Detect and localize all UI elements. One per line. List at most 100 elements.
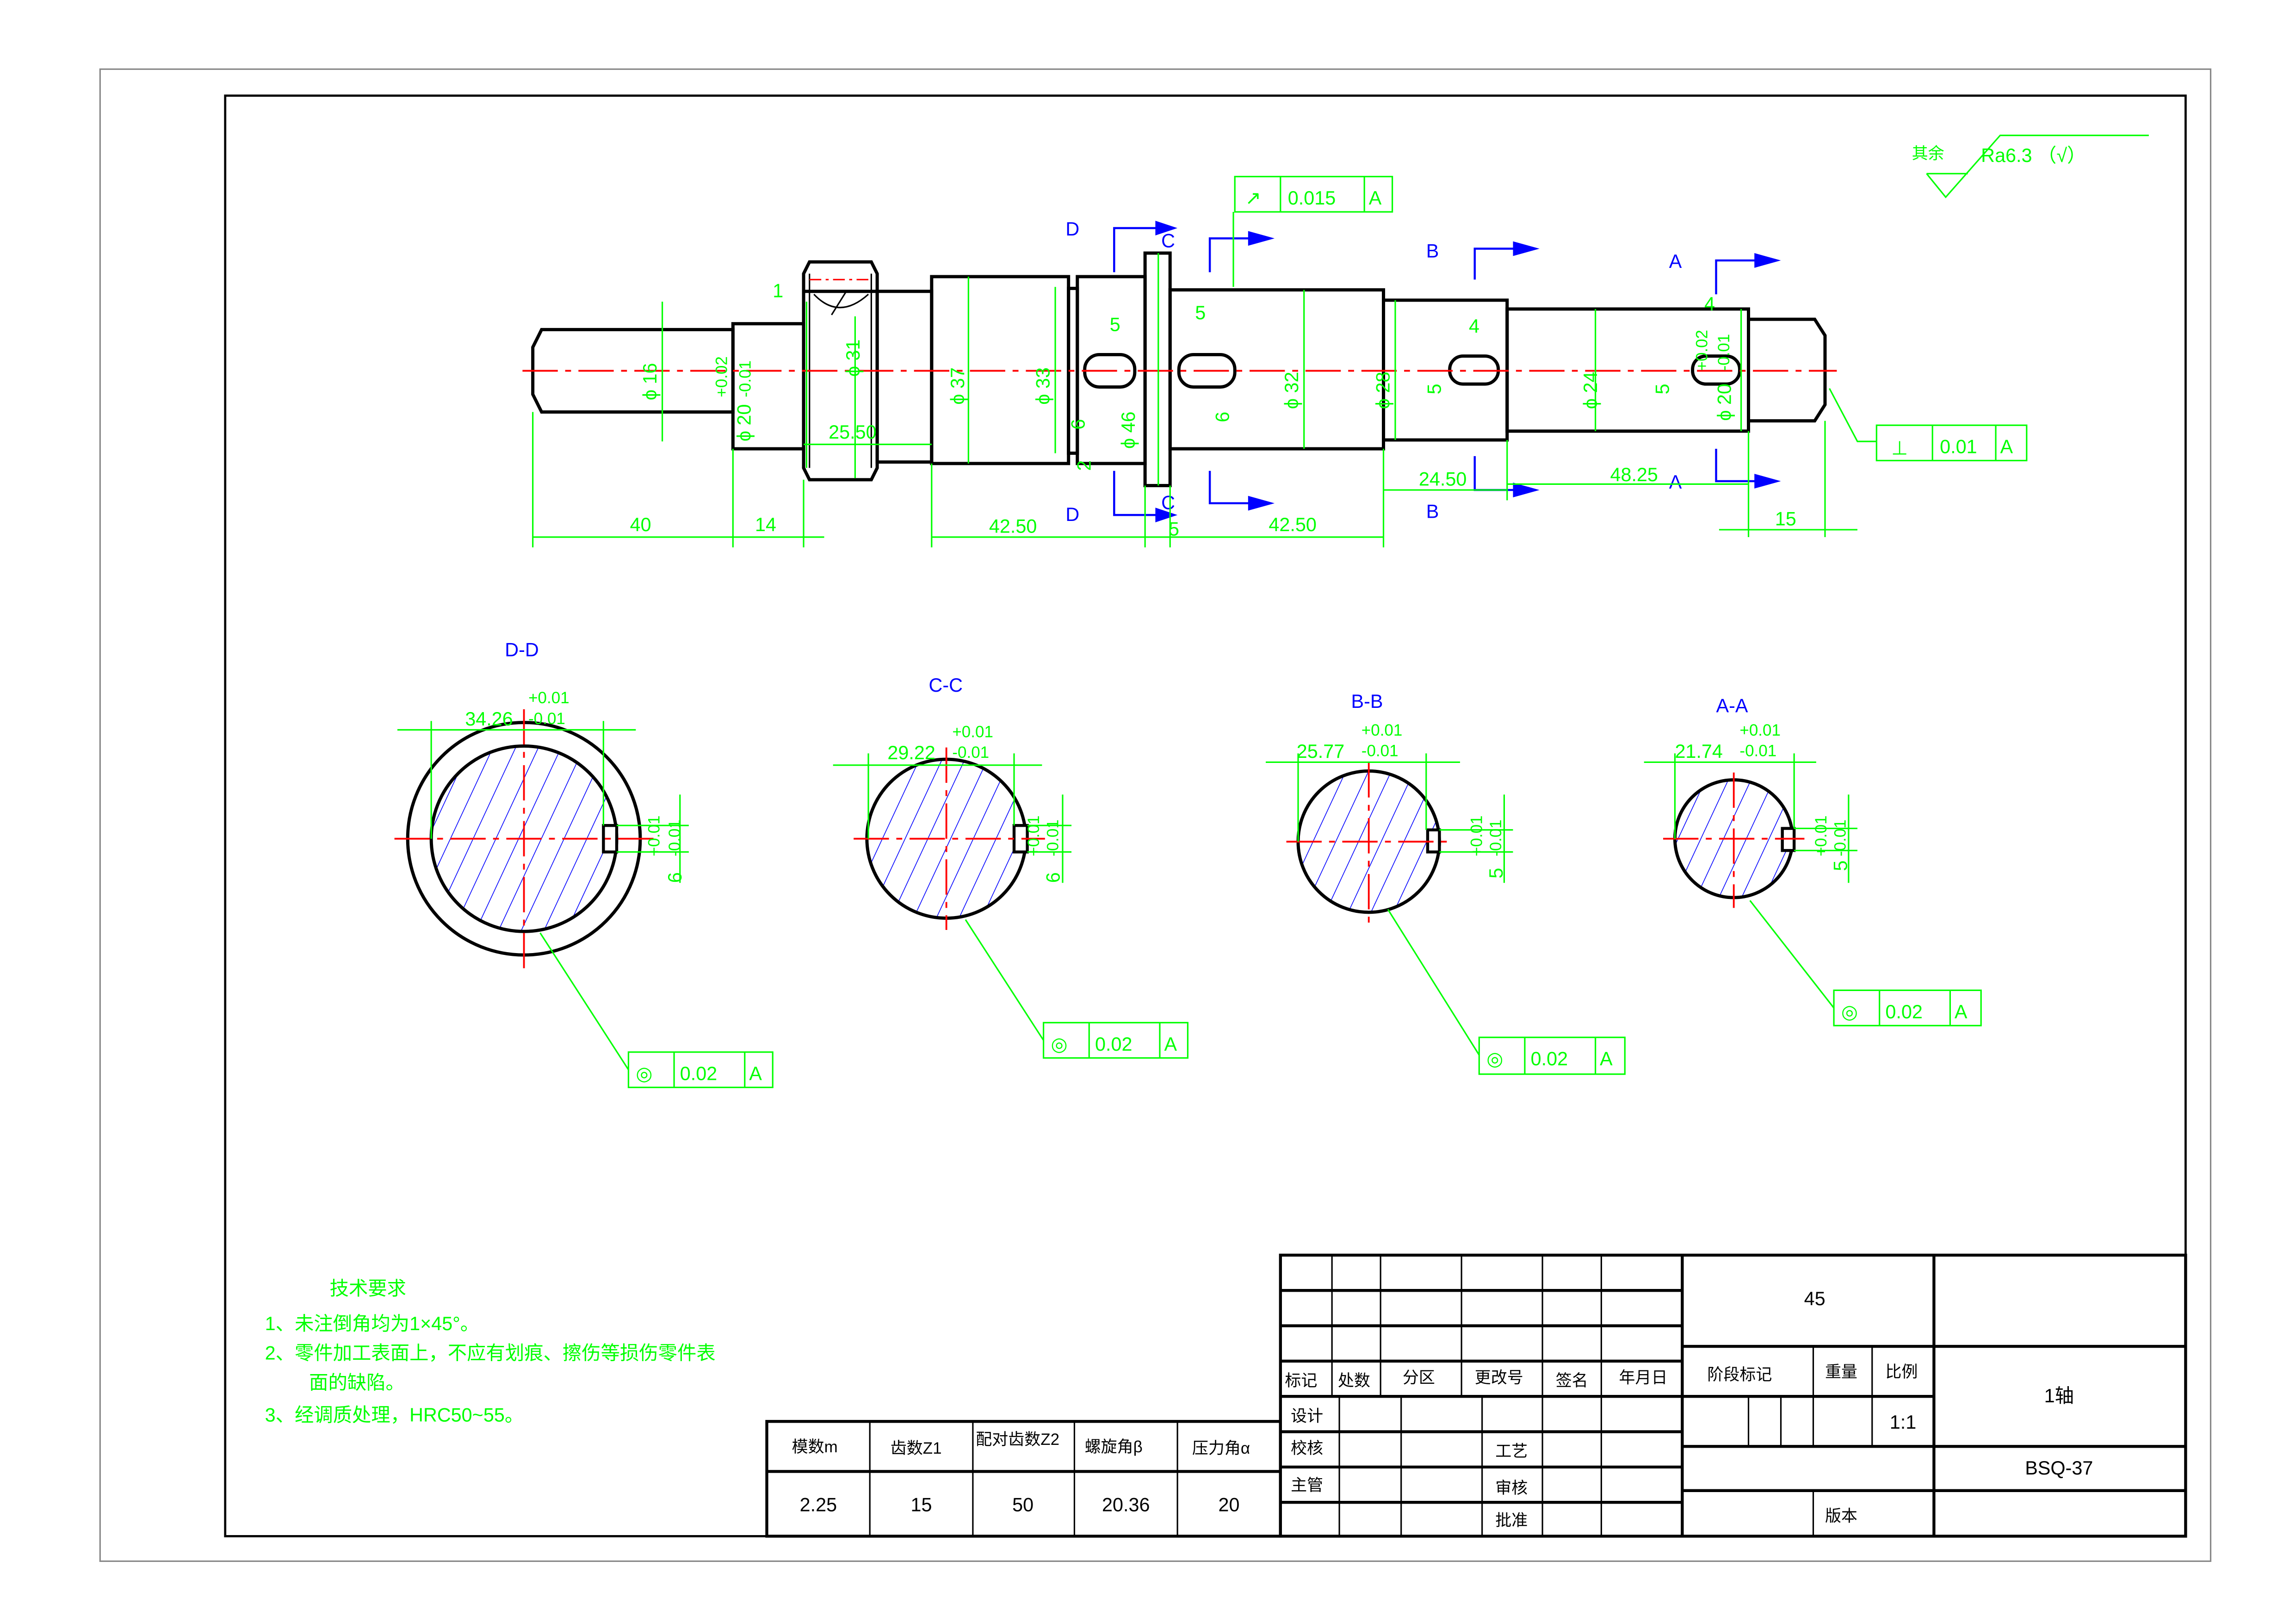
- section-width: 29.22: [887, 742, 935, 763]
- dim-dia-37: ϕ 37: [947, 367, 968, 405]
- concentricity-icon: ◎: [1841, 1001, 1858, 1022]
- dim-dia-33: ϕ 33: [1032, 367, 1053, 405]
- section-width: 21.74: [1675, 741, 1722, 762]
- section-title: A-A: [1716, 695, 1748, 716]
- dim-dia-16: ϕ 16: [639, 363, 661, 400]
- technical-requirements: 技术要求 1、未注倒角均为1×45°。 2、零件加工表面上，不应有划痕、擦伤等损…: [265, 1278, 716, 1426]
- dim-length-40: 40: [630, 514, 651, 535]
- gear-parameter-table: 模数m 齿数Z1 配对齿数Z2 螺旋角β 压力角α 2.25 15 50 20.…: [765, 1420, 1282, 1538]
- dim-dia-31: ϕ 31: [842, 340, 864, 377]
- dim-slot3-width: 4: [1469, 316, 1479, 337]
- section-d-d: D-D 34.26 +0.01 -0.01 6 +0.01 -0.01 ◎ 0.…: [394, 639, 774, 1088]
- section-width: 25.77: [1297, 741, 1344, 762]
- dim-length-42-50-a: 42.50: [989, 515, 1037, 537]
- gdt-value: 0.02: [1095, 1034, 1132, 1055]
- tech-req-item: 2、零件加工表面上，不应有划痕、擦伤等损伤零件表: [265, 1343, 716, 1364]
- section-key-tol-upper: +0.01: [645, 815, 663, 856]
- gdt-value: 0.02: [1531, 1048, 1568, 1070]
- dim-length-5-collar: 5: [1169, 519, 1179, 540]
- dim-length-24-50: 24.50: [1419, 469, 1467, 490]
- dim-length-14: 14: [755, 514, 776, 535]
- gear-header: 齿数Z1: [891, 1439, 942, 1457]
- gear-value: 50: [1012, 1494, 1034, 1515]
- runout-datum: A: [1369, 187, 1382, 209]
- section-title: D-D: [505, 639, 538, 660]
- section-tol-lower: -0.01: [952, 743, 989, 762]
- section-label-a-top: A: [1669, 251, 1682, 272]
- dim-slot1-gap: 2: [1073, 460, 1095, 471]
- dim-slot2-width: 5: [1195, 302, 1206, 323]
- perpendicularity-icon: ⊥: [1891, 438, 1908, 459]
- dim-dia-20-tol-upper: +0.02: [713, 356, 731, 397]
- tech-req-title: 技术要求: [330, 1278, 406, 1299]
- title-header: 签名: [1556, 1372, 1588, 1390]
- tech-req-item: 1、未注倒角均为1×45°。: [265, 1313, 479, 1334]
- title-weight-label: 重量: [1825, 1363, 1857, 1381]
- section-tol-upper: +0.01: [1739, 721, 1781, 739]
- section-key: 6: [664, 872, 686, 883]
- dim-slot1-width: 5: [1110, 314, 1120, 335]
- gear-header: 配对齿数Z2: [976, 1431, 1059, 1449]
- title-stage-mark-label: 阶段标记: [1707, 1366, 1772, 1384]
- section-label-d-bottom: D: [1065, 504, 1079, 525]
- gear-value: 15: [911, 1494, 932, 1515]
- gear-header: 模数m: [792, 1438, 838, 1456]
- dim-dia-28: ϕ 28: [1372, 372, 1393, 409]
- section-key: 6: [1043, 872, 1064, 883]
- dim-length-48-25: 48.25: [1610, 464, 1658, 485]
- dim-slot2-depth: 6: [1212, 412, 1233, 422]
- title-process-label: 工艺: [1495, 1443, 1528, 1461]
- dim-dia-20-right-tol-upper: +0.02: [1693, 330, 1711, 371]
- outer-frame: [99, 68, 2212, 1562]
- section-b-b: B-B 25.77 +0.01 -0.01 5 +0.01 -0.01 ◎ 0.…: [1266, 691, 1626, 1075]
- perpendicularity-datum: A: [2000, 436, 2013, 458]
- section-key-tol-lower: -0.01: [1831, 819, 1849, 856]
- dim-dia-20-right-tol-lower: -0.01: [1715, 334, 1733, 371]
- section-label-d-top: D: [1065, 218, 1079, 240]
- title-scale-label: 比例: [1885, 1363, 1918, 1381]
- dim-length-25-50: 25.50: [829, 421, 876, 443]
- dim-slot4-depth: 5: [1652, 384, 1673, 394]
- dim-dia-20-tol-lower: -0.01: [736, 360, 755, 397]
- tech-req-item: 面的缺陷。: [309, 1372, 405, 1393]
- section-key-tol-lower: -0.01: [1044, 819, 1062, 856]
- title-drawing-number: BSQ-37: [2025, 1457, 2093, 1479]
- gear-header: 压力角α: [1192, 1439, 1250, 1457]
- section-title: C-C: [928, 675, 962, 696]
- section-key-tol-lower: -0.01: [666, 819, 684, 856]
- dim-dia-20-right: ϕ 20: [1714, 384, 1735, 421]
- dim-slot4-width: 4: [1704, 293, 1715, 315]
- runout-icon: ↗: [1245, 187, 1261, 209]
- dim-slot3-depth: 5: [1424, 384, 1445, 394]
- perpendicularity-value: 0.01: [1940, 436, 1977, 458]
- gdt-perpendicularity-frame: ⊥ 0.01 A: [1875, 424, 2028, 462]
- surface-finish-prefix: 其余: [1912, 144, 1944, 162]
- section-key-tol-lower: -0.01: [1487, 819, 1505, 856]
- surface-finish-symbol: 其余 Ra6.3 （√）: [1912, 135, 2149, 198]
- section-width: 34.26: [465, 708, 513, 730]
- keyway-slot: [1177, 353, 1237, 389]
- section-label-a-bottom: A: [1669, 471, 1682, 493]
- tech-req-item: 3、经调质处理，HRC50~55。: [265, 1404, 524, 1425]
- concentricity-icon: ◎: [636, 1063, 652, 1084]
- dim-length-15: 15: [1775, 508, 1796, 529]
- title-supervisor-label: 主管: [1291, 1476, 1323, 1494]
- runout-value: 0.015: [1288, 187, 1336, 209]
- section-key: 5: [1830, 861, 1851, 871]
- title-part-name: 1轴: [2044, 1385, 2074, 1406]
- gear-value: 20: [1218, 1494, 1239, 1515]
- title-block: 标记 处数 分区 更改号 签名 年月日 设计 校核 主管 工艺 审核 批准 45…: [1279, 1253, 2187, 1538]
- main-view-dimensions: 40 14 42.50 5 42.50 24.50 48.25 15 25.50…: [532, 211, 1877, 548]
- dim-dia-32: ϕ 32: [1281, 372, 1302, 409]
- gdt-value: 0.02: [1885, 1001, 1922, 1022]
- title-header: 年月日: [1619, 1369, 1668, 1387]
- section-label-b-top: B: [1426, 241, 1439, 262]
- gdt-datum: A: [1955, 1001, 1968, 1022]
- dim-dia-20-left: ϕ 20: [734, 404, 755, 441]
- surface-finish-value: Ra6.3 （√）: [1981, 145, 2086, 166]
- dim-chamfer-1: 1: [773, 280, 783, 301]
- dim-slot1-depth: 6: [1068, 419, 1089, 430]
- gdt-value: 0.02: [680, 1063, 717, 1084]
- section-label-b-bottom: B: [1426, 501, 1439, 522]
